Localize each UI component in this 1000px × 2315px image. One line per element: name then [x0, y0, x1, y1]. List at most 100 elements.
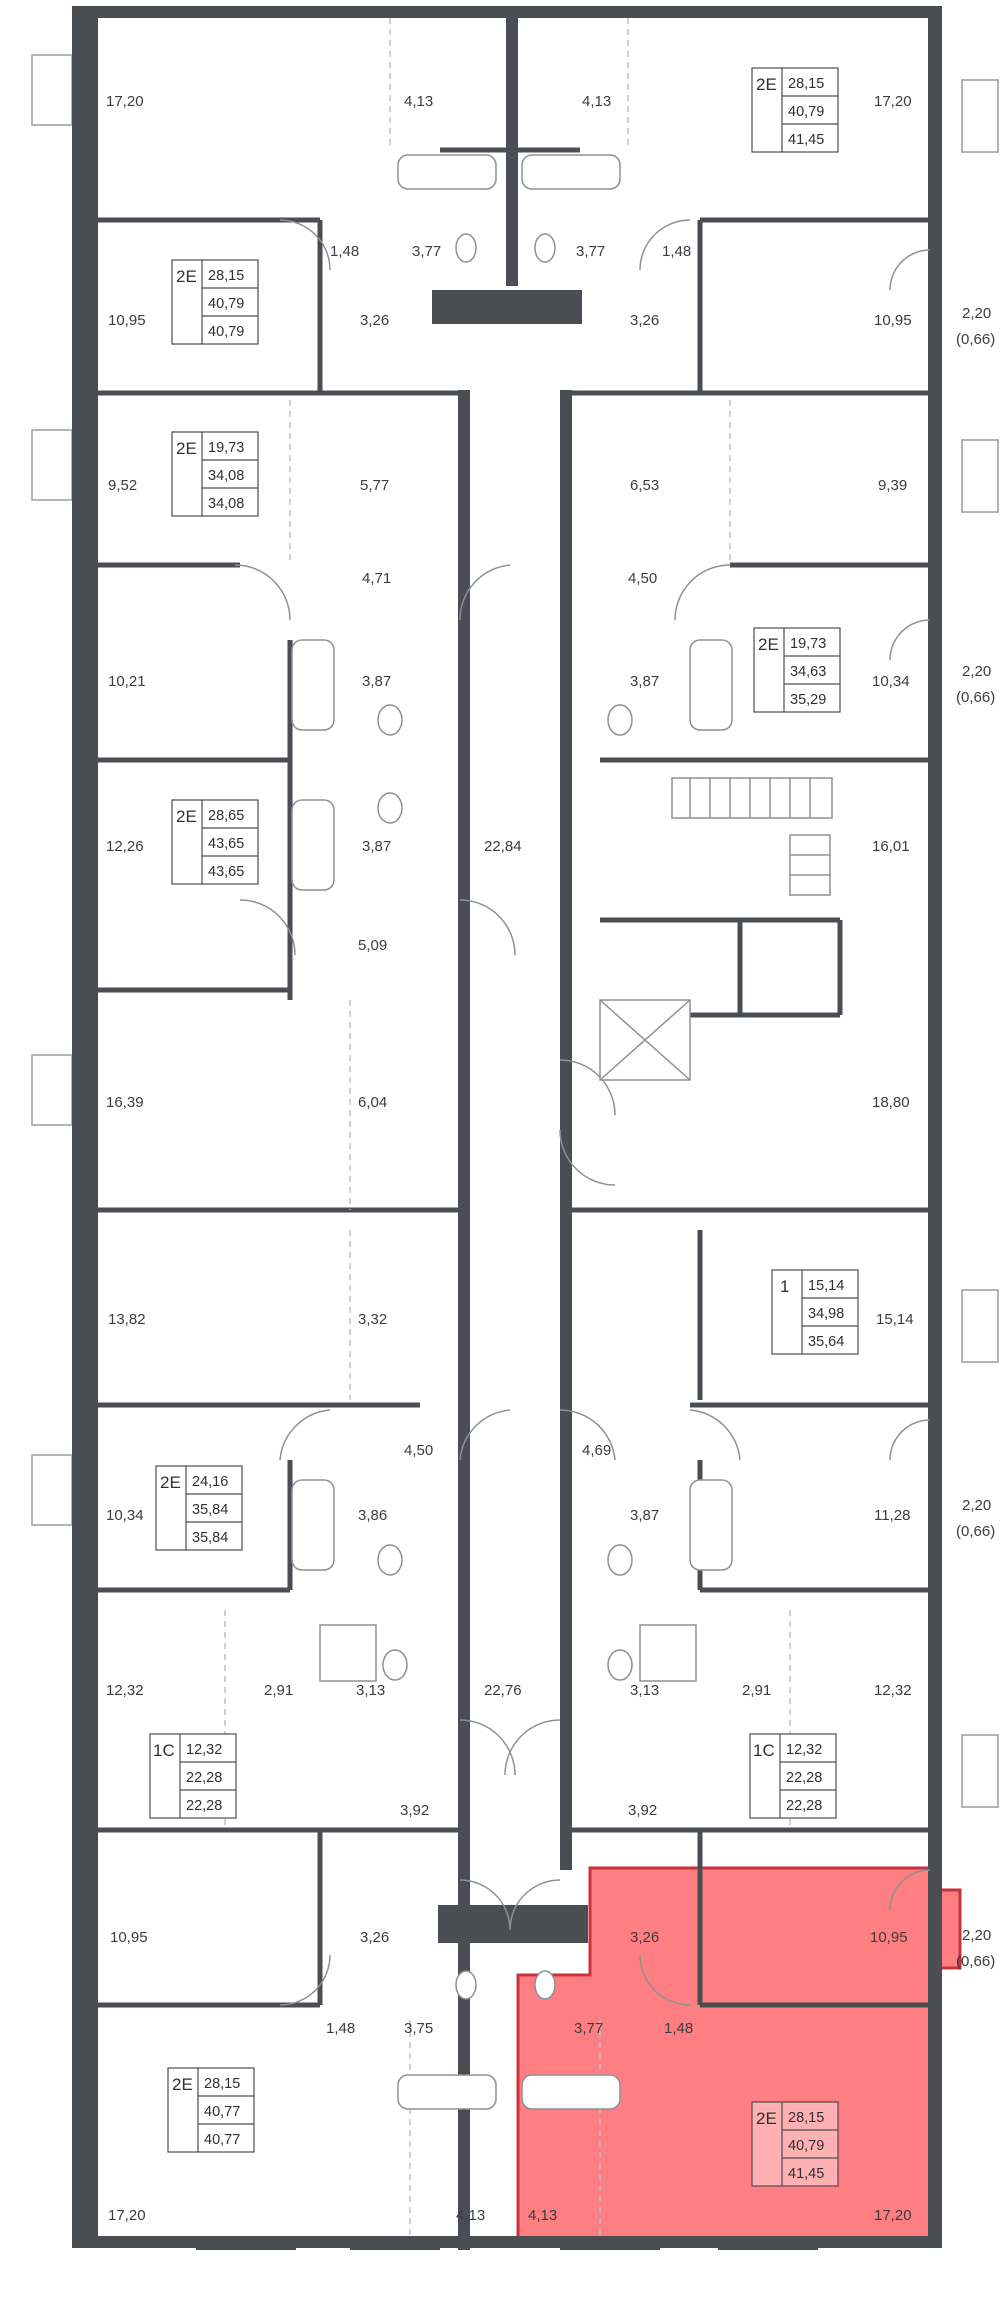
unit-living-area: 19,73 [790, 636, 826, 652]
room-area: 3,87 [630, 673, 659, 690]
unit-living-area: 28,15 [204, 2076, 240, 2092]
unit-total-area: 34,08 [208, 468, 244, 484]
unit-tag-left-2[interactable]: 2Е 19,73 34,08 34,08 [171, 431, 259, 517]
room-area: 3,32 [358, 1311, 387, 1328]
room-area: 9,52 [108, 477, 137, 494]
room-area: 3,77 [412, 243, 441, 260]
room-area: 3,77 [576, 243, 605, 260]
room-area: 3,87 [630, 1507, 659, 1524]
partitions [98, 147, 928, 2008]
room-area: 17,20 [108, 2207, 146, 2224]
room-area: 10,95 [874, 312, 912, 329]
room-area: 10,34 [106, 1507, 144, 1524]
room-area: 3,26 [360, 1929, 389, 1946]
room-area: 3,75 [404, 2020, 433, 2037]
room-area: 4,13 [404, 93, 433, 110]
unit-total-area-with-balcony: 43,65 [208, 864, 244, 880]
unit-tag-left-studio[interactable]: 1С 12,32 22,28 22,28 [149, 1733, 237, 1819]
room-area: 22,76 [484, 1682, 522, 1699]
unit-type: 2Е [176, 439, 197, 458]
room-area: 13,82 [108, 1311, 146, 1328]
room-area: (0,66) [956, 689, 995, 706]
unit-tag-left-3[interactable]: 2Е 28,65 43,65 43,65 [171, 799, 259, 885]
unit-tag-top-right[interactable]: 2Е 28,15 40,79 41,45 [751, 67, 839, 153]
room-area: 1,48 [330, 243, 359, 260]
unit-living-area: 15,14 [808, 1278, 844, 1294]
room-area: 10,21 [108, 673, 146, 690]
room-area: 3,87 [362, 838, 391, 855]
unit-living-area: 28,15 [788, 76, 824, 92]
unit-total-area: 43,65 [208, 836, 244, 852]
unit-tag-right-1[interactable]: 1 15,14 34,98 35,64 [771, 1269, 859, 1355]
room-area: 17,20 [874, 2207, 912, 2224]
room-area: 3,13 [630, 1682, 659, 1699]
dashed-zones [224, 18, 791, 2236]
room-area: 4,50 [628, 570, 657, 587]
room-area: 16,39 [106, 1094, 144, 1111]
unit-total-area-with-balcony: 34,08 [208, 496, 244, 512]
room-area: 17,20 [106, 93, 144, 110]
unit-type: 2Е [756, 75, 777, 94]
room-area: 10,34 [872, 673, 910, 690]
room-area: 10,95 [108, 312, 146, 329]
unit-total-area-with-balcony: 35,84 [192, 1530, 228, 1546]
room-area: 12,32 [874, 1682, 912, 1699]
room-area: 18,80 [872, 1094, 910, 1111]
unit-total-area-with-balcony: 40,77 [204, 2132, 240, 2148]
room-area: 3,26 [630, 1929, 659, 1946]
room-area: 12,32 [106, 1682, 144, 1699]
room-area: 3,92 [400, 1802, 429, 1819]
unit-tag-bottom-left[interactable]: 2Е 28,15 40,77 40,77 [167, 2067, 255, 2153]
room-area: 1,48 [664, 2020, 693, 2037]
room-area: 2,20 [962, 1497, 991, 1514]
room-area: 12,26 [106, 838, 144, 855]
room-area: 1,48 [326, 2020, 355, 2037]
room-area: 10,95 [870, 1929, 908, 1946]
room-area: (0,66) [956, 1523, 995, 1540]
unit-tag-bottom-right[interactable]: 2Е 28,15 40,79 41,45 [751, 2101, 839, 2187]
room-area: 2,91 [742, 1682, 771, 1699]
room-area: (0,66) [956, 1953, 995, 1970]
unit-type: 2Е [756, 2109, 777, 2128]
unit-tag-upper-left[interactable]: 2Е 28,15 40,79 40,79 [171, 259, 259, 345]
unit-total-area: 40,79 [788, 104, 824, 120]
room-area: 10,95 [110, 1929, 148, 1946]
room-area-labels: 17,20 4,13 4,13 17,20 1,48 3,77 3,77 1,4… [106, 93, 995, 2224]
room-area: 6,04 [358, 1094, 387, 1111]
staircase [671, 777, 833, 896]
unit-total-area: 40,77 [204, 2104, 240, 2120]
unit-tag-left-4[interactable]: 2Е 24,16 35,84 35,84 [155, 1465, 243, 1551]
unit-total-area-with-balcony: 41,45 [788, 2166, 824, 2182]
room-area: 2,20 [962, 1927, 991, 1944]
fixtures [291, 154, 733, 2110]
unit-type: 2Е [176, 807, 197, 826]
room-area: 2,91 [264, 1682, 293, 1699]
room-area: 3,92 [628, 1802, 657, 1819]
room-area: 2,20 [962, 305, 991, 322]
room-area: (0,66) [956, 331, 995, 348]
unit-type: 2Е [160, 1473, 181, 1492]
room-area: 9,39 [878, 477, 907, 494]
unit-total-area-with-balcony: 22,28 [186, 1798, 222, 1814]
room-area: 5,77 [360, 477, 389, 494]
unit-type: 2Е [172, 2075, 193, 2094]
room-area: 3,86 [358, 1507, 387, 1524]
room-area: 3,26 [630, 312, 659, 329]
room-area: 4,13 [582, 93, 611, 110]
unit-living-area: 12,32 [786, 1742, 822, 1758]
unit-total-area: 22,28 [786, 1770, 822, 1786]
unit-total-area: 34,63 [790, 664, 826, 680]
unit-type: 1С [153, 1741, 175, 1760]
room-area: 4,13 [528, 2207, 557, 2224]
room-area: 15,14 [876, 1311, 914, 1328]
unit-living-area: 19,73 [208, 440, 244, 456]
unit-tag-right-studio[interactable]: 1С 12,32 22,28 22,28 [749, 1733, 837, 1819]
unit-total-area-with-balcony: 40,79 [208, 324, 244, 340]
left-windows [31, 54, 73, 1526]
unit-type: 2Е [176, 267, 197, 286]
room-area: 2,20 [962, 663, 991, 680]
unit-tag-right-2[interactable]: 2Е 19,73 34,63 35,29 [753, 627, 841, 713]
room-area: 3,13 [356, 1682, 385, 1699]
room-area: 11,28 [874, 1507, 910, 1524]
